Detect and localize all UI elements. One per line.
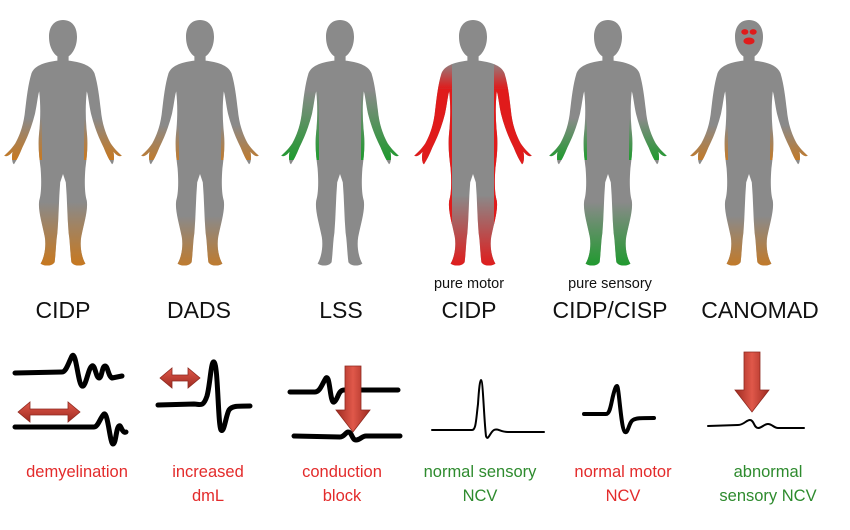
subtitle-pure-motor: pure motor	[433, 276, 505, 292]
body-figure-pure-sensory	[549, 20, 667, 266]
delay-arrow-cidp	[17, 401, 81, 423]
finding-line: NCV	[462, 487, 498, 505]
waveform-dads	[155, 359, 253, 433]
finding-normal-motor-ncv: normal motor NCV	[548, 460, 698, 508]
waveform-lss-bottom	[291, 429, 403, 443]
waveform-normal-sensory	[431, 379, 545, 439]
label-pure-motor-cidp: CIDP	[441, 297, 497, 323]
delay-arrow-dads	[159, 367, 201, 389]
finding-line: increased	[172, 463, 244, 481]
body-figure-dads	[141, 20, 259, 266]
finding-line: normal sensory	[423, 463, 537, 481]
body-figures	[4, 20, 808, 266]
body-silhouette	[549, 20, 667, 266]
block-arrow-lss	[335, 365, 371, 433]
finding-line: normal motor	[574, 463, 672, 481]
label-canomad: CANOMAD	[701, 297, 819, 323]
label-cidp: CIDP	[35, 297, 91, 323]
finding-line: abnormal	[733, 463, 803, 481]
finding-line: NCV	[605, 487, 641, 505]
label-dads: DADS	[167, 297, 231, 323]
body-figure-cidp	[4, 20, 122, 266]
finding-demyelination: demyelination	[2, 460, 152, 484]
waveforms	[12, 351, 805, 447]
body-figure-pure-motor	[414, 20, 532, 266]
body-silhouette	[4, 20, 122, 266]
waveform-abnormal-sensory	[707, 419, 805, 429]
body-figure-lss	[281, 20, 399, 266]
waveform-cidp-top	[12, 352, 125, 389]
finding-line: dmL	[191, 487, 225, 505]
finding-line: demyelination	[26, 463, 128, 481]
waveform-lss-top	[287, 375, 401, 405]
finding-line: sensory NCV	[719, 487, 817, 505]
waveform-cidp-bottom	[12, 411, 129, 447]
label-lss: LSS	[319, 297, 363, 323]
finding-abnormal-sensory-ncv: abnormal sensory NCV	[693, 460, 843, 508]
finding-increased-dml: increased dmL	[133, 460, 283, 508]
body-silhouette	[690, 20, 808, 266]
body-silhouette	[281, 20, 399, 266]
finding-normal-sensory-ncv: normal sensory NCV	[405, 460, 555, 508]
waveform-normal-motor	[582, 384, 656, 435]
finding-line: conduction	[302, 463, 382, 481]
finding-line: block	[322, 487, 362, 505]
body-figure-canomad	[690, 20, 808, 266]
reduced-arrow-canomad	[734, 351, 770, 413]
finding-conduction-block: conduction block	[267, 460, 417, 508]
body-silhouette	[141, 20, 259, 266]
label-cidp-cisp: CIDP/CISP	[552, 297, 668, 323]
subtitle-pure-sensory: pure sensory	[568, 276, 652, 292]
